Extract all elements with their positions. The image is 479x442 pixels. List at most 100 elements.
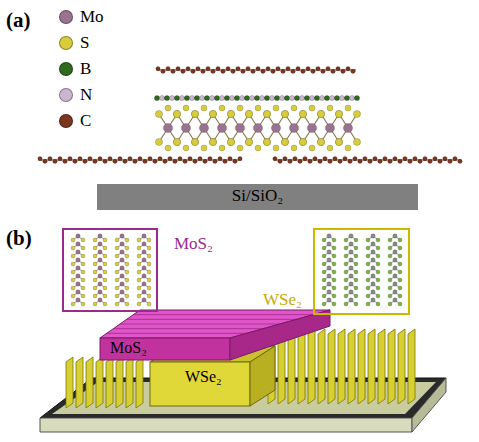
- chalcogen-atom: [125, 262, 129, 266]
- chalcogen-atom: [388, 270, 392, 274]
- boron-atom: [254, 95, 259, 100]
- mos2-stripe: [113, 328, 263, 329]
- inset-box: WSe₂: [313, 228, 410, 315]
- metal-atom: [349, 258, 353, 262]
- chalcogen-atom: [354, 246, 358, 250]
- carbon-atom: [176, 67, 180, 71]
- carbon-atom: [88, 157, 92, 161]
- carbon-atom: [443, 157, 447, 161]
- sulfur-atom: [227, 138, 234, 145]
- wse2-fin: [338, 329, 345, 404]
- wse2-fin: [116, 357, 123, 408]
- material-label: MoS₂: [174, 234, 213, 254]
- chalcogen-atom: [398, 238, 402, 242]
- metal-atom: [327, 274, 331, 278]
- carbon-atom: [306, 67, 310, 71]
- sulfur-atom: [309, 105, 315, 111]
- chalcogen-atom: [366, 238, 370, 242]
- metal-atom: [371, 266, 375, 270]
- carbon-atom: [183, 159, 187, 163]
- carbon-atom: [278, 159, 282, 163]
- sulfur-atom: [165, 105, 171, 111]
- metal-atom: [98, 234, 102, 238]
- chalcogen-atom: [366, 286, 370, 290]
- carbon-atom: [191, 69, 195, 73]
- wse2-fin: [378, 329, 385, 404]
- chalcogen-atom: [71, 302, 75, 306]
- boron-atom: [264, 95, 269, 100]
- carbon-atom: [198, 157, 202, 161]
- carbon-atom: [453, 157, 457, 161]
- chalcogen-atom: [93, 262, 97, 266]
- metal-atom: [76, 282, 80, 286]
- carbon-atom: [188, 157, 192, 161]
- carbon-atom: [228, 157, 232, 161]
- carbon-atom: [148, 157, 152, 161]
- chalcogen-atom: [125, 254, 129, 258]
- sulfur-atom: [191, 110, 198, 117]
- chalcogen-atom: [147, 254, 151, 258]
- carbon-atom: [98, 157, 102, 161]
- metal-atom: [120, 266, 124, 270]
- carbon-atom: [161, 69, 165, 73]
- chalcogen-atom: [376, 294, 380, 298]
- carbon-atom: [336, 67, 340, 71]
- sulfur-atom: [273, 105, 279, 111]
- molybdenum-atom: [199, 123, 208, 132]
- nitrogen-atom: [299, 95, 304, 100]
- chalcogen-atom: [125, 270, 129, 274]
- chalcogen-atom: [71, 294, 75, 298]
- chalcogen-atom: [344, 302, 348, 306]
- chalcogen-atom: [115, 294, 119, 298]
- chalcogen-atom: [366, 246, 370, 250]
- carbon-atom: [223, 159, 227, 163]
- chalcogen-atom: [71, 238, 75, 242]
- chalcogen-atom: [81, 286, 85, 290]
- chalcogen-atom: [354, 278, 358, 282]
- carbon-atom: [413, 157, 417, 161]
- metal-atom: [393, 266, 397, 270]
- sulfur-atom: [263, 138, 270, 145]
- chalcogen-atom: [125, 294, 129, 298]
- carbon-atom: [78, 157, 82, 161]
- sulfur-atom: [299, 138, 306, 145]
- metal-atom: [142, 234, 146, 238]
- chalcogen-atom: [354, 286, 358, 290]
- sulfur-atom: [183, 145, 189, 151]
- chalcogen-atom: [137, 286, 141, 290]
- carbon-atom: [358, 159, 362, 163]
- carbon-atom: [321, 69, 325, 73]
- sulfur-atom: [173, 138, 180, 145]
- carbon-atom: [63, 159, 67, 163]
- carbon-atom: [298, 159, 302, 163]
- carbon-atom: [353, 157, 357, 161]
- panel-label: (b): [6, 226, 32, 250]
- inset-box: MoS₂: [62, 228, 158, 312]
- carbon-atom: [308, 159, 312, 163]
- wse2-fin: [66, 357, 73, 408]
- carbon-atom: [286, 67, 290, 71]
- chalcogen-atom: [354, 262, 358, 266]
- metal-atom: [349, 266, 353, 270]
- sulfur-atom: [173, 110, 180, 117]
- metal-atom: [371, 298, 375, 302]
- molybdenum-atom: [307, 123, 316, 132]
- chalcogen-atom: [147, 286, 151, 290]
- chalcogen-atom: [137, 302, 141, 306]
- legend-swatch: [59, 88, 73, 102]
- carbon-atom: [273, 157, 277, 161]
- boron-atom: [154, 95, 159, 100]
- carbon-atom: [216, 67, 220, 71]
- chalcogen-atom: [147, 302, 151, 306]
- metal-atom: [393, 290, 397, 294]
- chalcogen-atom: [332, 278, 336, 282]
- wse2-fin: [368, 329, 375, 404]
- sulfur-atom: [173, 110, 180, 117]
- carbon-atom: [251, 69, 255, 73]
- chalcogen-atom: [332, 238, 336, 242]
- sulfur-atom: [245, 110, 252, 117]
- chalcogen-atom: [398, 246, 402, 250]
- boron-atom: [274, 95, 279, 100]
- carbon-atom: [393, 157, 397, 161]
- carbon-atom: [438, 159, 442, 163]
